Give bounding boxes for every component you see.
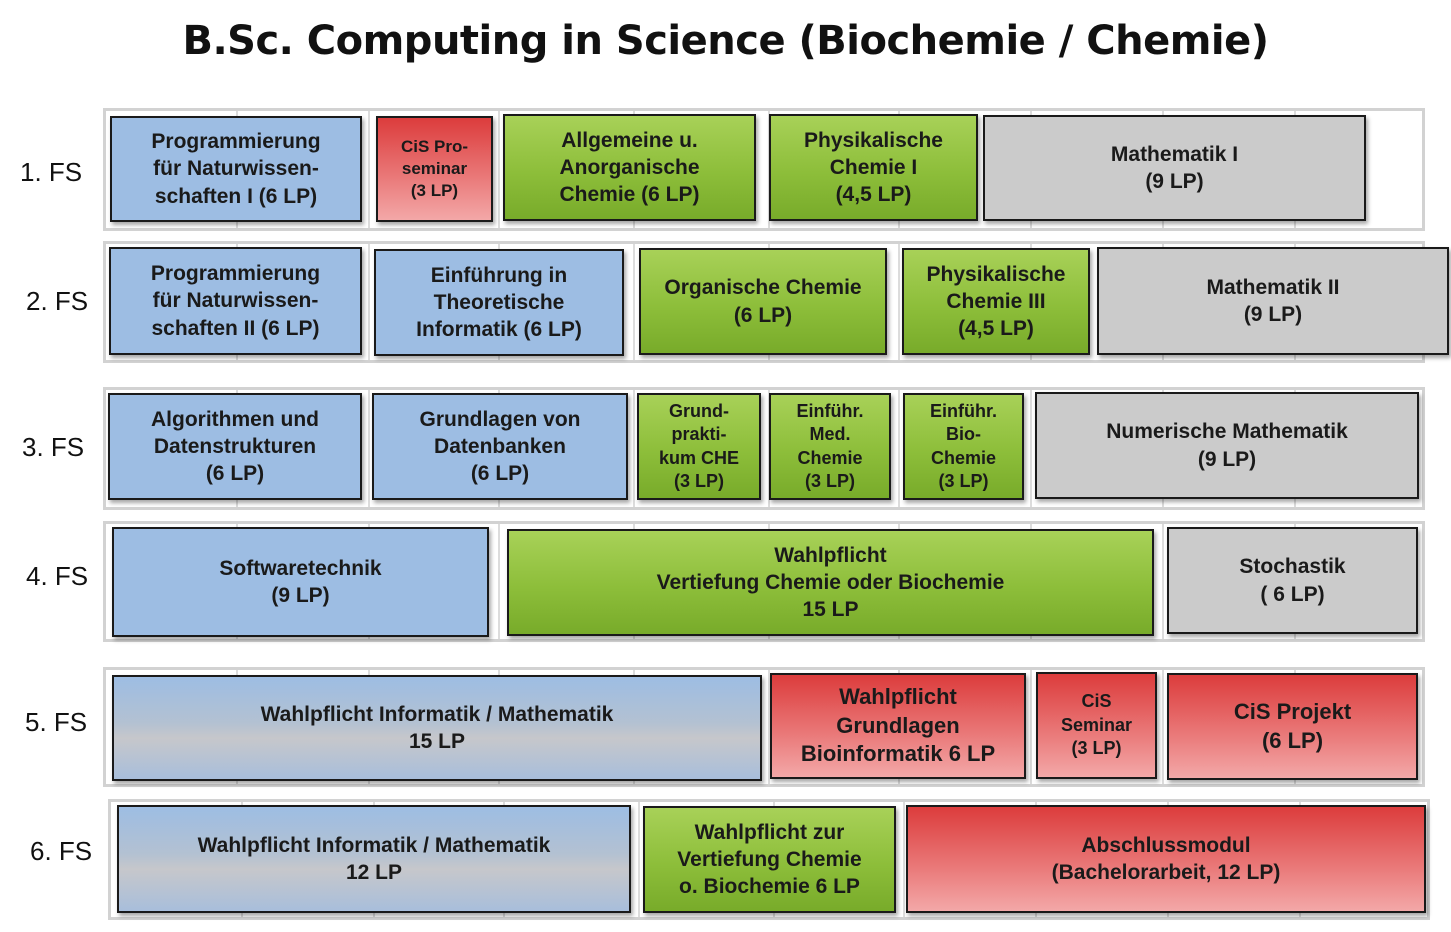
module-box: Mathematik II (9 LP)	[1097, 247, 1449, 355]
module-box: CiS Pro- seminar (3 LP)	[376, 116, 493, 222]
grid-line	[638, 802, 640, 917]
semester-label: 6. FS	[30, 836, 93, 866]
grid-line	[368, 390, 370, 507]
grid-line	[898, 244, 900, 360]
semester-label: 5. FS	[25, 707, 88, 737]
semester-label: 2. FS	[26, 286, 89, 316]
module-box: Numerische Mathematik (9 LP)	[1035, 392, 1419, 499]
module-box: Wahlpflicht zur Vertiefung Chemie o. Bio…	[643, 806, 896, 913]
module-box: Einführ. Med. Chemie (3 LP)	[769, 393, 891, 500]
module-box: Einführung in Theoretische Informatik (6…	[374, 249, 624, 356]
grid-line	[368, 244, 370, 360]
module-box: Programmierung für Naturwissen- schaften…	[109, 247, 362, 355]
module-box: Softwaretechnik (9 LP)	[112, 527, 489, 637]
module-box: Physikalische Chemie III (4,5 LP)	[902, 248, 1090, 355]
grid-line	[498, 111, 500, 228]
module-box: Wahlpflicht Informatik / Mathematik 15 L…	[112, 675, 762, 781]
module-box: Wahlpflicht Grundlagen Bioinformatik 6 L…	[770, 673, 1026, 779]
module-box: Wahlpflicht Informatik / Mathematik 12 L…	[117, 805, 631, 913]
grid-line	[498, 524, 500, 639]
semester-label: 1. FS	[20, 157, 83, 187]
grid-line	[633, 244, 635, 360]
module-box: CiS Seminar (3 LP)	[1036, 672, 1157, 779]
grid-line	[368, 111, 370, 228]
module-box: Programmierung für Naturwissen- schaften…	[110, 116, 362, 222]
diagram-title: B.Sc. Computing in Science (Biochemie / …	[182, 18, 1269, 64]
module-box: Algorithmen und Datenstrukturen (6 LP)	[108, 393, 362, 500]
grid-line	[1162, 524, 1164, 639]
grid-line	[633, 390, 635, 507]
grid-line	[903, 802, 905, 917]
module-box: Organische Chemie (6 LP)	[639, 248, 887, 355]
semester-label: 4. FS	[26, 561, 89, 591]
module-box: Abschlussmodul (Bachelorarbeit, 12 LP)	[906, 805, 1426, 913]
module-box: Grund- prakti- kum CHE (3 LP)	[637, 393, 761, 500]
module-box: Grundlagen von Datenbanken (6 LP)	[372, 393, 628, 500]
module-box: CiS Projekt (6 LP)	[1167, 673, 1418, 780]
grid-line	[1162, 670, 1164, 784]
module-box: Mathematik I (9 LP)	[983, 115, 1366, 221]
grid-line	[898, 390, 900, 507]
grid-line	[768, 670, 770, 784]
module-box: Stochastik ( 6 LP)	[1167, 527, 1418, 634]
module-box: Wahlpflicht Vertiefung Chemie oder Bioch…	[507, 529, 1154, 636]
module-box: Allgemeine u. Anorganische Chemie (6 LP)	[503, 114, 756, 221]
grid-line	[1030, 670, 1032, 784]
grid-line	[1030, 390, 1032, 507]
module-box: Physikalische Chemie I (4,5 LP)	[769, 114, 978, 221]
module-box: Einführ. Bio- Chemie (3 LP)	[903, 393, 1024, 500]
semester-label: 3. FS	[22, 432, 85, 462]
